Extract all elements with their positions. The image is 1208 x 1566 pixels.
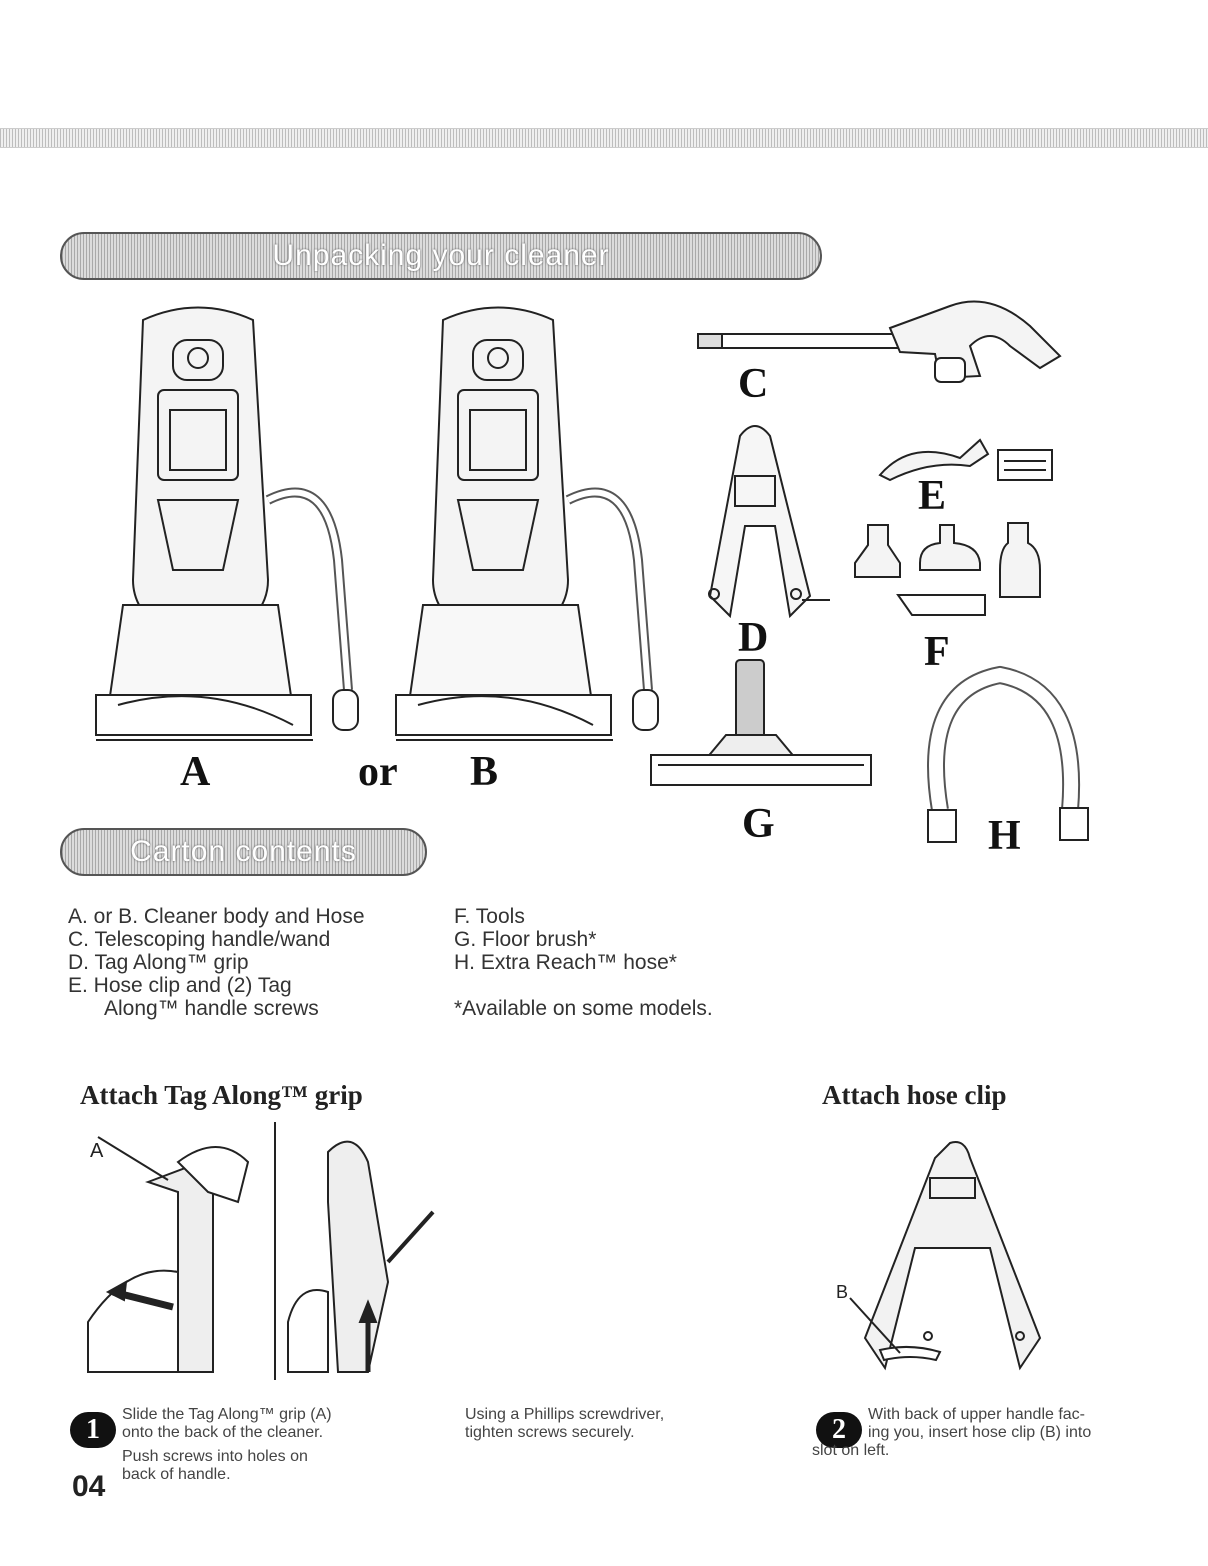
label-e: E bbox=[918, 473, 947, 519]
step-2-line: ing you, insert hose clip (B) into bbox=[868, 1424, 1092, 1441]
step-1-line: onto the back of the cleaner. bbox=[122, 1424, 324, 1441]
tools-illustration bbox=[850, 515, 1050, 625]
top-stripe bbox=[0, 128, 1208, 148]
screwdriver-line: Using a Phillips screwdriver, bbox=[465, 1406, 665, 1423]
label-a: A bbox=[180, 749, 211, 795]
extra-reach-hose-illustration bbox=[910, 660, 1100, 860]
push-line: back of handle. bbox=[122, 1466, 231, 1483]
callout-b: B bbox=[836, 1282, 849, 1302]
step-2-line: slot on left. bbox=[812, 1442, 890, 1459]
step-1-line: Slide the Tag Along™ grip (A) bbox=[122, 1406, 332, 1423]
attach-grip-illustration bbox=[68, 1122, 438, 1384]
list-item: C. Telescoping handle/wand bbox=[68, 928, 331, 951]
footnote: *Available on some models. bbox=[454, 997, 713, 1020]
section-banner-carton: Carton contents bbox=[60, 828, 427, 876]
list-item: F. Tools bbox=[454, 905, 525, 928]
label-c: C bbox=[738, 361, 769, 407]
attach-clip-illustration bbox=[840, 1138, 1060, 1378]
step-2-text: With back of upper handle fac- ing you, … bbox=[868, 1406, 1091, 1442]
list-item: Along™ handle screws bbox=[104, 997, 319, 1020]
push-line: Push screws into holes on bbox=[122, 1448, 308, 1465]
label-or: or bbox=[358, 749, 398, 795]
list-item: H. Extra Reach™ hose* bbox=[454, 951, 677, 974]
hose-clip-illustration bbox=[870, 430, 1060, 490]
handle-wand-illustration bbox=[690, 286, 1070, 396]
callout-a: A bbox=[90, 1140, 104, 1162]
floor-brush-illustration bbox=[646, 655, 876, 795]
list-item: D. Tag Along™ grip bbox=[68, 951, 249, 974]
page-number: 04 bbox=[72, 1470, 106, 1503]
label-f: F bbox=[924, 629, 950, 675]
label-h: H bbox=[988, 813, 1021, 859]
list-item: G. Floor brush* bbox=[454, 928, 597, 951]
step-1-text: Slide the Tag Along™ grip (A) onto the b… bbox=[122, 1406, 332, 1484]
step-2-badge: 2 bbox=[816, 1412, 862, 1448]
attach-grip-heading: Attach Tag Along™ grip bbox=[80, 1080, 363, 1110]
contents-list-right: F. Tools G. Floor brush* H. Extra Reach™… bbox=[454, 905, 713, 1020]
step-1-badge: 1 bbox=[70, 1412, 116, 1448]
attach-clip-heading: Attach hose clip bbox=[822, 1080, 1007, 1110]
banner-title: Unpacking your cleaner bbox=[272, 239, 610, 272]
screwdriver-text: Using a Phillips screwdriver, tighten sc… bbox=[465, 1406, 664, 1442]
cleaner-a-illustration bbox=[88, 300, 378, 750]
step-2-number: 2 bbox=[832, 1414, 846, 1445]
section-title: Carton contents bbox=[130, 835, 357, 868]
step-1-number: 1 bbox=[86, 1414, 100, 1445]
label-d: D bbox=[738, 615, 769, 661]
screwdriver-line: tighten screws securely. bbox=[465, 1424, 635, 1441]
contents-list-left: A. or B. Cleaner body and Hose C. Telesc… bbox=[68, 905, 365, 1020]
list-item: A. or B. Cleaner body and Hose bbox=[68, 905, 365, 928]
list-item: E. Hose clip and (2) Tag bbox=[68, 974, 292, 997]
step-2-line: With back of upper handle fac- bbox=[868, 1406, 1086, 1423]
label-b: B bbox=[470, 749, 499, 795]
cleaner-b-illustration bbox=[388, 300, 678, 750]
label-g: G bbox=[742, 801, 775, 847]
section-banner-unpacking: Unpacking your cleaner bbox=[60, 232, 822, 280]
tag-along-grip-illustration bbox=[690, 416, 840, 626]
